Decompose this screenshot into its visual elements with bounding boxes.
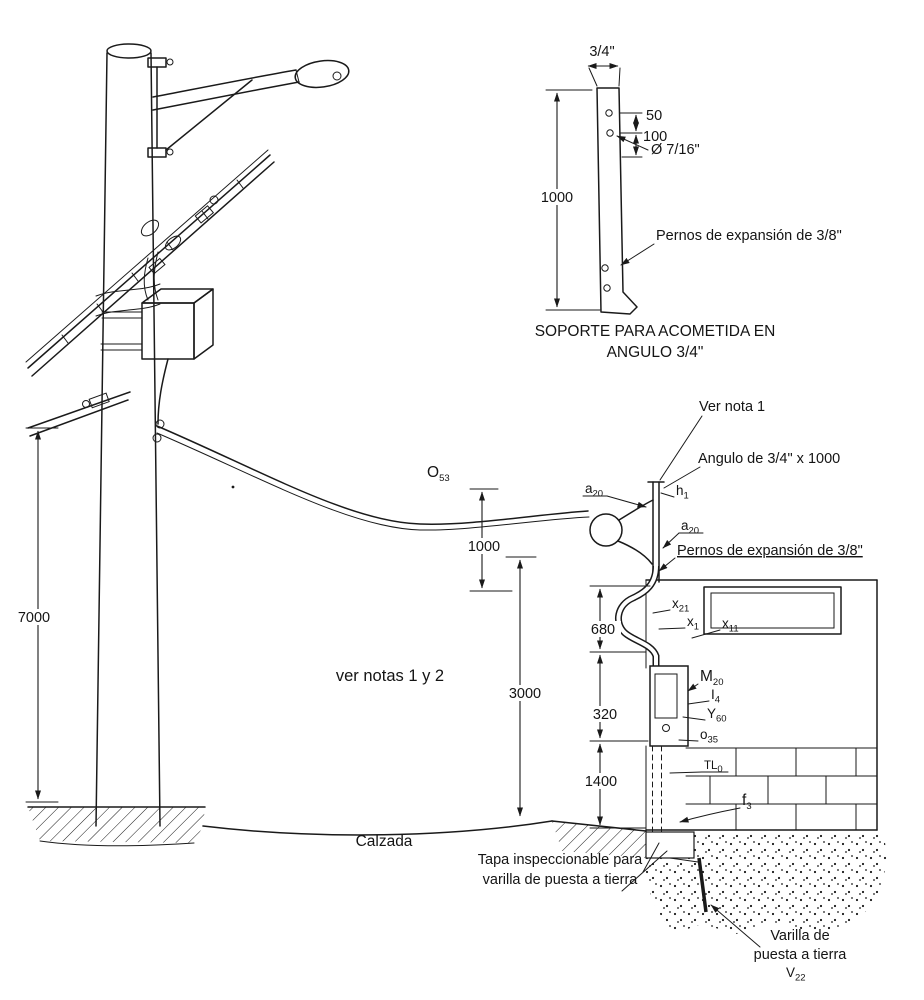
lamp-head (294, 59, 350, 89)
window-outer (703, 586, 842, 635)
code-o53: O53 (427, 464, 450, 484)
cable-dot (231, 485, 235, 489)
detail-50-dim: 50 (646, 108, 662, 124)
dimension-lines (25, 427, 651, 829)
code-v22: V22 (786, 965, 806, 984)
dim-680-label: 680 (591, 622, 615, 638)
detail-title-line2: ANGULO 3/4" (607, 344, 704, 361)
code-o35: o35 (700, 727, 718, 746)
bracket-hole (603, 284, 611, 292)
tapa-label-line1: Tapa inspeccionable para (478, 852, 643, 868)
utility-pole (95, 43, 161, 827)
brick-courses (685, 747, 878, 831)
service-drop-cable (156, 425, 654, 565)
inspection-box (645, 831, 699, 863)
buried-conduit (652, 745, 662, 843)
detail-1000-dim: 1000 (541, 190, 573, 206)
roadway-surface (202, 820, 553, 836)
meter-box (649, 665, 689, 747)
dim-320-label: 320 (593, 707, 617, 723)
bracket-hole (601, 264, 609, 272)
angulo-label: Angulo de 3/4" x 1000 (698, 451, 840, 467)
code-h1: h1 (676, 483, 689, 502)
pole-clamp-lower (147, 147, 167, 158)
code-x21: x21 (672, 596, 689, 615)
code-x11: x11 (722, 616, 739, 635)
calzada-label: Calzada (356, 833, 413, 850)
code-m20: M20 (700, 668, 724, 688)
code-a20-lower: a20 (681, 518, 699, 537)
code-f3: f3 (742, 792, 752, 812)
ground-left-hatch (27, 806, 206, 847)
detail-title-line1: SOPORTE PARA ACOMETIDA EN (535, 323, 776, 340)
drip-loop (589, 513, 623, 547)
bracket-hole (605, 109, 613, 117)
code-tl0: TL0 (704, 760, 723, 775)
dim-1400-label: 1400 (585, 774, 617, 790)
ground-rod (697, 857, 708, 913)
dim-1000-label: 1000 (468, 539, 500, 555)
detail-hole-diameter-label: Ø 7/16" (651, 142, 700, 158)
bracket-hole (606, 129, 614, 137)
code-a20-upper: a20 (585, 481, 603, 500)
tapa-label-line2: varilla de puesta a tierra (483, 872, 639, 888)
code-y60: Y60 (707, 706, 727, 725)
ver-notas-label: ver notas 1 y 2 (336, 667, 444, 685)
lower-cable-bundle (27, 391, 131, 437)
varilla-label-line2: puesta a tierra (754, 947, 848, 963)
pernos-label: Pernos de expansión de 3/8" (677, 543, 863, 559)
dim-3000-label: 3000 (509, 686, 541, 702)
overhead-cable-bundle (25, 149, 275, 377)
detail-width-dim: 3/4" (589, 44, 614, 60)
building-wall (645, 579, 878, 831)
window-inner (710, 592, 835, 629)
pole-mounted-box (100, 251, 214, 443)
detail-100-dim: 100 (643, 129, 667, 145)
street-lamp-arm (147, 57, 350, 158)
code-i4: I4 (711, 687, 720, 706)
code-x1: x1 (687, 614, 699, 633)
dim-7000-label: 7000 (18, 610, 50, 626)
detail-bolts-label: Pernos de expansión de 3/8" (656, 228, 842, 244)
conduit-drip-curve (614, 565, 660, 668)
ground-right-hatch (551, 820, 647, 858)
ver-nota-1-label: Ver nota 1 (699, 399, 765, 415)
angle-bracket-profile (596, 87, 638, 315)
varilla-label-line1: Varilla de (770, 928, 829, 944)
label-leaders (582, 415, 761, 948)
